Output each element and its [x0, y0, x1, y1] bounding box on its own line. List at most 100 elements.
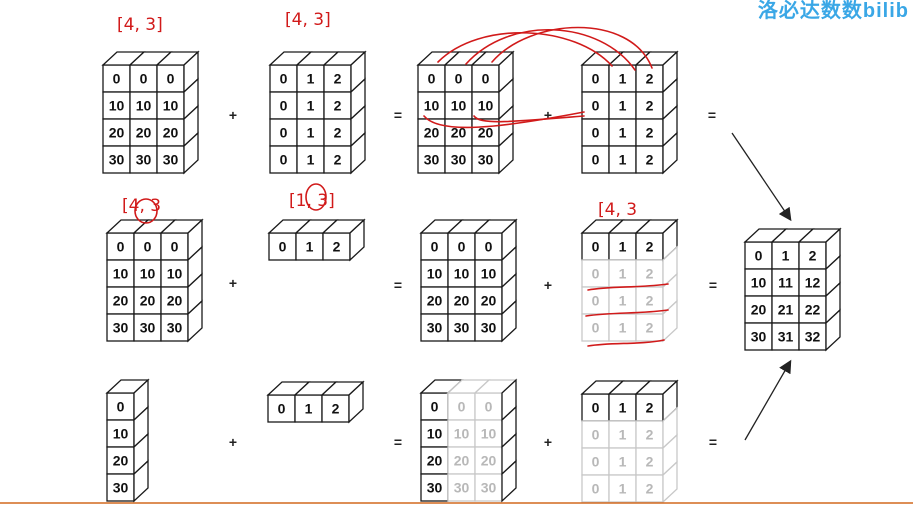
cell-value: 30 — [427, 480, 443, 496]
cell-value: 10 — [109, 98, 125, 114]
cell-value: 2 — [646, 125, 654, 141]
cell — [474, 313, 503, 342]
arrow-to-result — [731, 132, 792, 222]
cell — [417, 145, 446, 174]
cell — [322, 232, 351, 261]
cell-value: 30 — [113, 320, 129, 336]
cell — [420, 259, 449, 288]
cell — [771, 295, 800, 324]
cell — [608, 64, 637, 93]
cell-value: 0 — [485, 239, 493, 255]
cell-value: 10 — [424, 98, 440, 114]
cell — [296, 64, 325, 93]
cell-value: 0 — [482, 71, 490, 87]
cell — [635, 259, 664, 288]
cell — [635, 145, 664, 174]
cell-value: 20 — [113, 293, 129, 309]
cell-value: 10 — [113, 266, 129, 282]
watermark: 洛必达数数bilib — [757, 0, 909, 22]
cell-value: 20 — [140, 293, 156, 309]
cell-value: 0 — [592, 266, 600, 282]
cell-value: 30 — [481, 480, 497, 496]
strike-mark — [587, 283, 669, 291]
cell-value: 1 — [619, 239, 627, 255]
cell-value: 1 — [307, 98, 315, 114]
cell-value: 2 — [334, 71, 342, 87]
cell-value: 0 — [592, 320, 600, 336]
cell-value: 1 — [619, 98, 627, 114]
cell — [608, 259, 637, 288]
cell-value: 20 — [454, 453, 470, 469]
cell-value: 1 — [619, 481, 627, 497]
cell-value: 2 — [646, 266, 654, 282]
cell-value: 20 — [751, 302, 767, 318]
cell — [156, 91, 185, 120]
cell-value: 0 — [428, 71, 436, 87]
cell-value: 2 — [646, 71, 654, 87]
cell-value: 0 — [592, 152, 600, 168]
cell-value: 2 — [646, 293, 654, 309]
cube-side — [662, 131, 678, 175]
cell — [417, 91, 446, 120]
cell — [474, 286, 503, 315]
cell-value: 20 — [481, 453, 497, 469]
cell-value: 1 — [619, 293, 627, 309]
cell-value: 0 — [458, 399, 466, 415]
cell-value: 2 — [646, 239, 654, 255]
cube-side — [825, 308, 841, 352]
cell — [474, 392, 503, 421]
cell-value: 30 — [454, 480, 470, 496]
cell-value: 10 — [140, 266, 156, 282]
cell-value: 1 — [619, 400, 627, 416]
cell-value: 10 — [478, 98, 494, 114]
cell-value: 2 — [332, 401, 340, 417]
cell-value: 20 — [424, 125, 440, 141]
cell-value: 1 — [305, 401, 313, 417]
cell-value: 0 — [167, 71, 175, 87]
cell-value: 0 — [592, 400, 600, 416]
cell — [608, 447, 637, 476]
cell-value: 0 — [455, 71, 463, 87]
circle-mark — [305, 183, 327, 211]
cell — [744, 268, 773, 297]
cell-value: 10 — [163, 98, 179, 114]
cube-side — [662, 460, 678, 504]
cell-value: 0 — [431, 239, 439, 255]
cell — [608, 145, 637, 174]
cube-side — [501, 299, 517, 343]
cell-value: 20 — [109, 125, 125, 141]
equals-sign: = — [709, 277, 717, 293]
cell-value: 1 — [307, 125, 315, 141]
cell-value: 30 — [163, 152, 179, 168]
cell — [581, 145, 610, 174]
cell-value: 30 — [451, 152, 467, 168]
cell-value: 30 — [481, 320, 497, 336]
cell — [160, 313, 189, 342]
cell — [608, 118, 637, 147]
cell — [635, 474, 664, 503]
cell-value: 2 — [334, 98, 342, 114]
plus-sign: + — [229, 434, 237, 450]
cell-value: 20 — [454, 293, 470, 309]
cell — [471, 145, 500, 174]
cell-value: 0 — [592, 125, 600, 141]
cell-value: 32 — [805, 329, 821, 345]
cell-value: 0 — [171, 239, 179, 255]
cell-value: 10 — [136, 98, 152, 114]
cell-value: 10 — [751, 275, 767, 291]
cell — [581, 313, 610, 342]
cell — [268, 232, 297, 261]
cell-value: 2 — [334, 125, 342, 141]
cell-value: 1 — [619, 152, 627, 168]
equals-sign: = — [709, 434, 717, 450]
cell-value: 0 — [592, 481, 600, 497]
cell — [102, 145, 131, 174]
cell-value: 0 — [279, 239, 287, 255]
cell-value: 20 — [478, 125, 494, 141]
cell-value: 20 — [481, 293, 497, 309]
cell-value: 30 — [478, 152, 494, 168]
